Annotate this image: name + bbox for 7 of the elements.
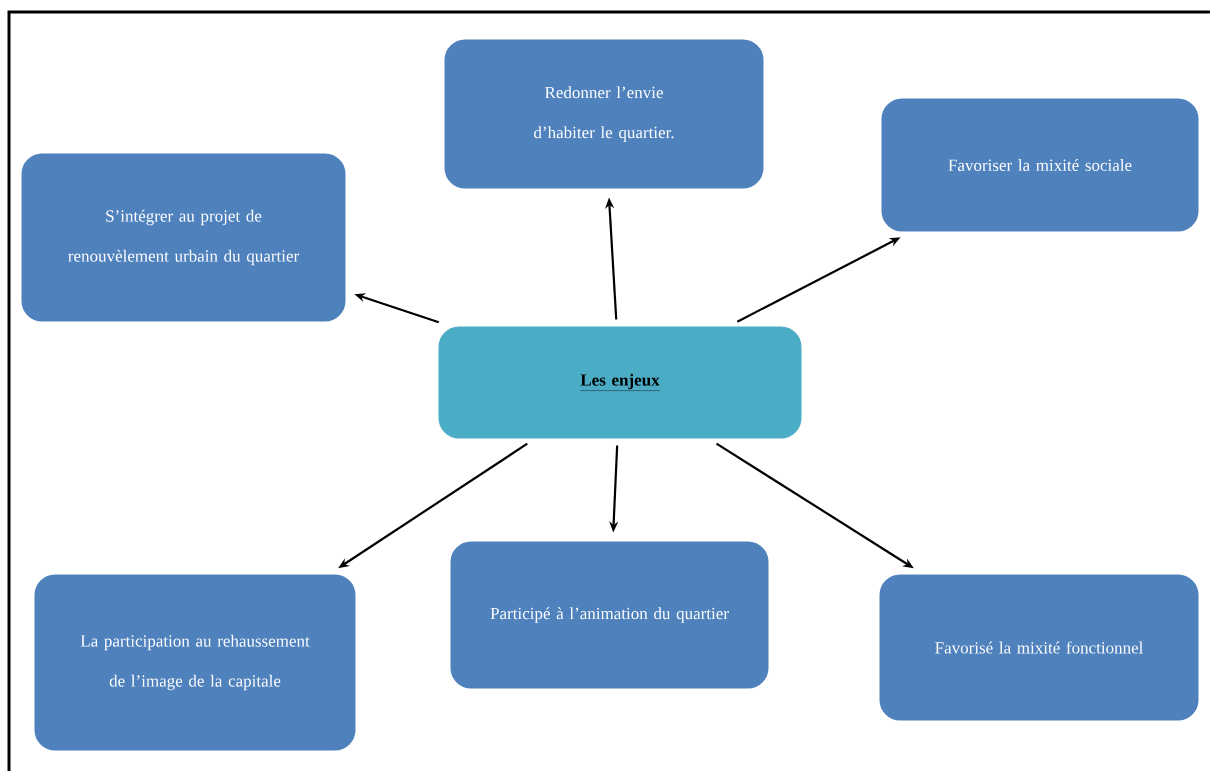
rounded-box: Participé à l’animation du quartier bbox=[447, 538, 772, 692]
rounded-box: La participation au rehaussement de l’image de la capitale bbox=[31, 571, 359, 754]
central-box: Les enjeux bbox=[435, 323, 805, 442]
rounded-box: S’intégrer au projet de renouvèlement urbain du quartier bbox=[18, 150, 349, 325]
rounded-box: Favoriser la mixité sociale bbox=[878, 95, 1202, 235]
rounded-box: Favorisé la mixité fonctionnel bbox=[876, 571, 1202, 724]
rounded-box: Redonner l’envie d’habiter le quartier. bbox=[441, 36, 767, 192]
